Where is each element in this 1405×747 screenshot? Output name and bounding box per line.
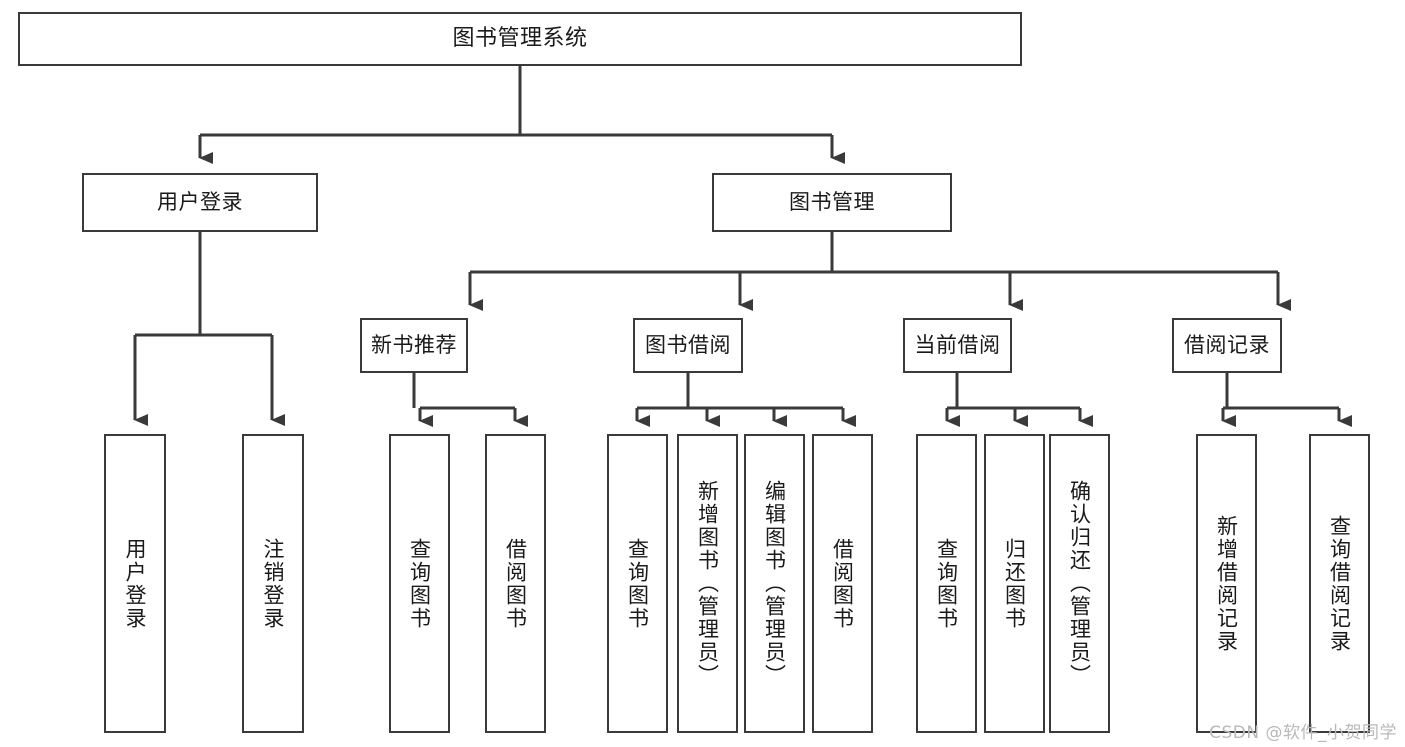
leaf-return-book[interactable]: 归还图书: [984, 434, 1045, 733]
node-root-system[interactable]: 图书管理系统: [18, 12, 1022, 66]
node-current-borrow[interactable]: 当前借阅: [903, 318, 1012, 373]
leaf-logout[interactable]: 注销登录: [242, 434, 304, 733]
leaf-user-login[interactable]: 用户登录: [104, 434, 166, 733]
node-new-book-recommend[interactable]: 新书推荐: [360, 318, 468, 373]
leaf-query-book-recommend[interactable]: 查询图书: [389, 434, 450, 733]
node-user-login[interactable]: 用户登录: [82, 173, 318, 232]
leaf-edit-book[interactable]: 编辑图书（管理员）: [744, 434, 805, 733]
leaf-query-record[interactable]: 查询借阅记录: [1309, 434, 1370, 733]
leaf-borrow-book[interactable]: 借阅图书: [812, 434, 873, 733]
leaf-confirm-return[interactable]: 确认归还（管理员）: [1049, 434, 1110, 733]
node-book-manage[interactable]: 图书管理: [712, 173, 952, 232]
node-borrow-record[interactable]: 借阅记录: [1172, 318, 1282, 373]
leaf-add-book[interactable]: 新增图书（管理员）: [677, 434, 738, 733]
leaf-add-record[interactable]: 新增借阅记录: [1196, 434, 1257, 733]
leaf-borrow-book-recommend[interactable]: 借阅图书: [485, 434, 546, 733]
leaf-query-book-borrow[interactable]: 查询图书: [607, 434, 668, 733]
leaf-query-book-current[interactable]: 查询图书: [916, 434, 977, 733]
node-book-borrow[interactable]: 图书借阅: [633, 318, 743, 373]
